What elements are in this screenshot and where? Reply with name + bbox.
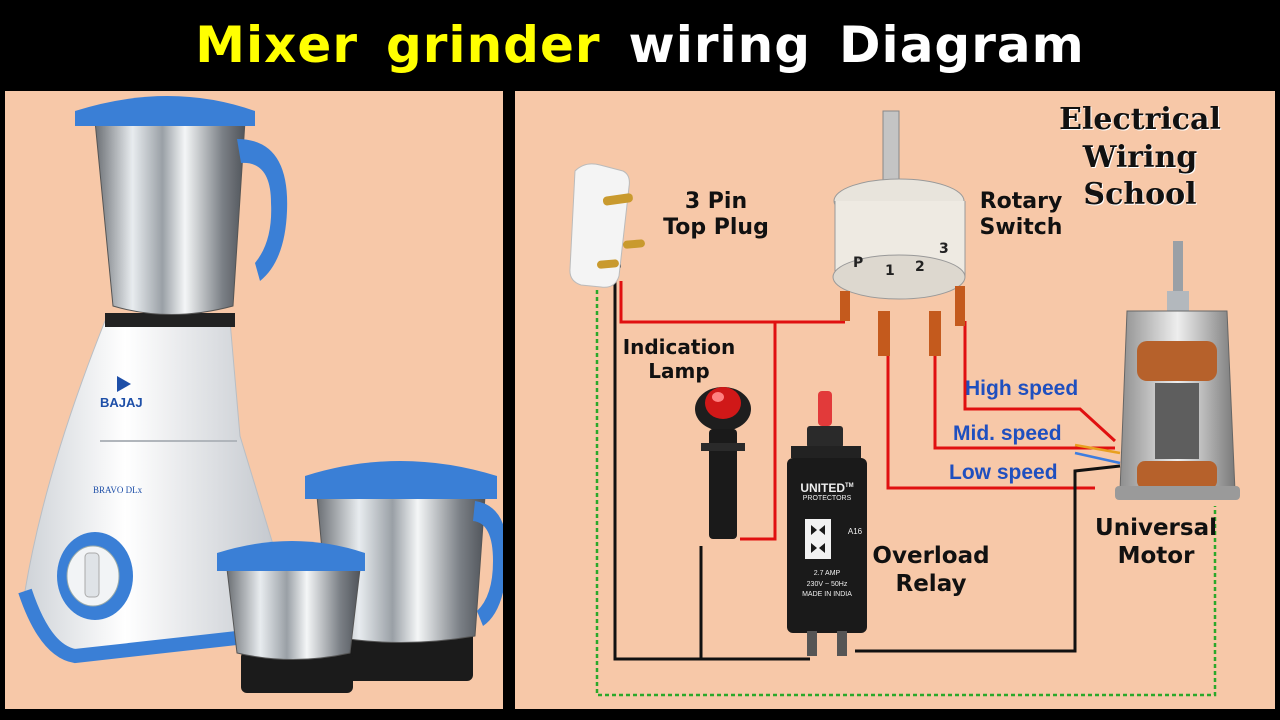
three-pin-plug bbox=[569, 163, 645, 288]
plug-label: 3 Pin Top Plug bbox=[663, 189, 769, 241]
relay-brand: UNITEDTM bbox=[800, 481, 854, 495]
speed-wires bbox=[1074, 443, 1121, 465]
switch-pin-3: 3 bbox=[939, 241, 949, 257]
indication-lamp bbox=[695, 387, 751, 539]
relay-code: A16 bbox=[847, 527, 863, 536]
live-wire bbox=[619, 281, 1117, 541]
rotary-switch-label: Rotary Switch bbox=[979, 189, 1063, 241]
switch-pin-1: 1 bbox=[885, 263, 895, 279]
page-title: Mixer grinder wiring Diagram bbox=[0, 0, 1280, 90]
relay-ratings: 2.7 AMP 230V ~ 50Hz MADE IN INDIA bbox=[802, 570, 852, 598]
switch-pin-p: P bbox=[853, 255, 864, 271]
earth-wire bbox=[595, 283, 1217, 697]
mid-speed-label: Mid. speed bbox=[953, 422, 1062, 445]
relay-sub: PROTECTORS bbox=[802, 495, 852, 502]
universal-motor-label: Universal Motor bbox=[1095, 515, 1217, 569]
title-word-grinder: grinder bbox=[385, 16, 601, 74]
title-word-mixer: Mixer bbox=[195, 16, 358, 74]
wiring-diagram-svg bbox=[569, 110, 1240, 697]
universal-motor bbox=[1115, 241, 1240, 500]
brand-line-1: Electrical Wiring bbox=[1059, 102, 1221, 175]
title-word-diagram: Diagram bbox=[839, 16, 1085, 74]
mixer-model-text: BRAVO DLx bbox=[93, 485, 143, 495]
brand-label: Electrical Wiring School bbox=[1015, 101, 1265, 214]
low-speed-label: Low speed bbox=[949, 461, 1058, 484]
switch-pin-2: 2 bbox=[915, 259, 925, 275]
indication-lamp-label: Indication Lamp bbox=[622, 335, 736, 383]
mixer-grinder-illustration: BAJAJ BRAVO DLx bbox=[18, 96, 503, 693]
overload-relay-label: Overload Relay bbox=[872, 543, 990, 597]
rotary-switch bbox=[832, 110, 966, 356]
brand-line-2: School bbox=[1083, 177, 1197, 212]
wiring-diagram-panel: Electrical Wiring School 3 Pin Top Plug … bbox=[512, 88, 1278, 712]
overload-relay bbox=[787, 391, 867, 656]
relay-face: UNITEDTM PROTECTORS bbox=[787, 481, 867, 502]
title-word-wiring: wiring bbox=[628, 16, 812, 74]
bajaj-logo-icon bbox=[117, 376, 131, 392]
mixer-product-panel: BAJAJ BRAVO DLx bbox=[2, 88, 506, 712]
mixer-brand-text: BAJAJ bbox=[100, 395, 143, 410]
high-speed-label: High speed bbox=[965, 377, 1079, 400]
